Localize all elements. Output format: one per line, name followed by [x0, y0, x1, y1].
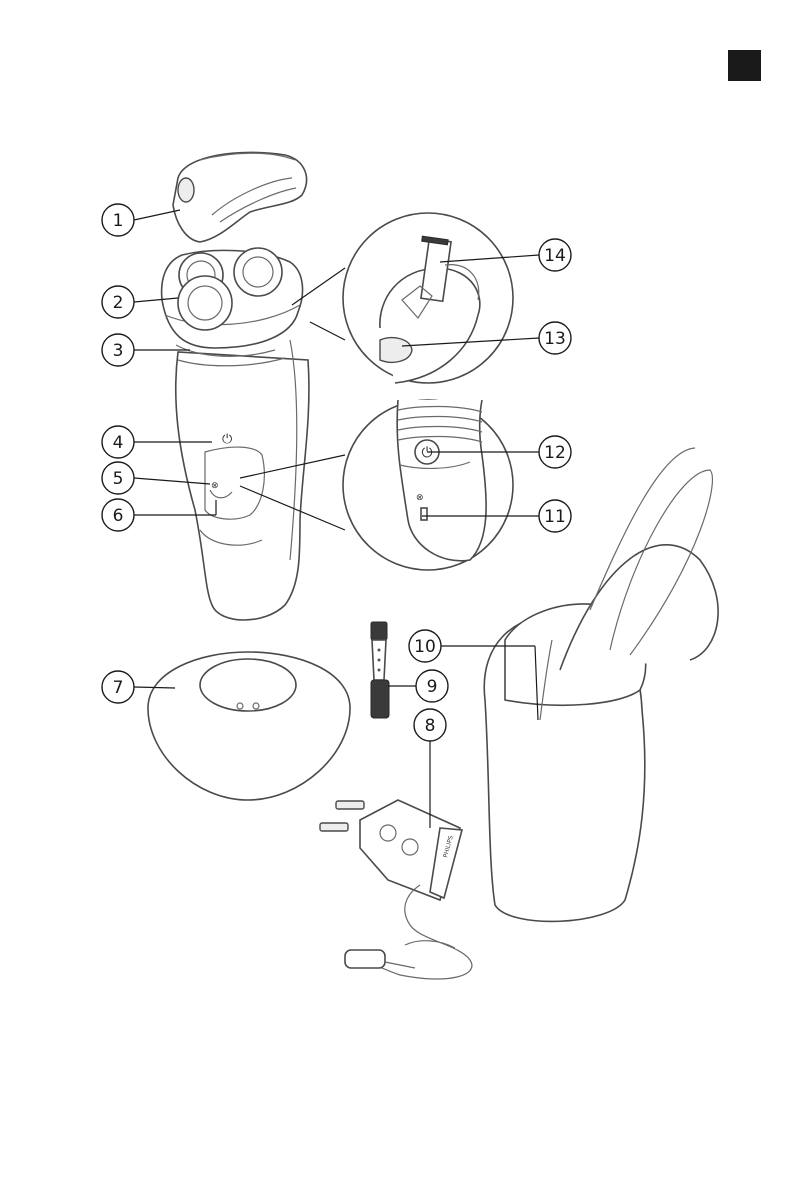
svg-text:6: 6	[113, 506, 124, 526]
callout-13: 13	[539, 322, 571, 354]
svg-text:12: 12	[544, 443, 566, 463]
svg-text:9: 9	[427, 677, 438, 697]
callout-9: 9	[416, 670, 448, 702]
svg-text:8: 8	[425, 716, 436, 736]
callout-14: 14	[539, 239, 571, 271]
svg-text:7: 7	[113, 678, 124, 698]
pouch	[484, 448, 718, 921]
callout-12: 12	[539, 436, 571, 468]
svg-text:11: 11	[544, 507, 566, 527]
svg-text:1: 1	[113, 211, 124, 231]
callout-2: 2	[102, 286, 134, 318]
charging-stand	[148, 652, 350, 800]
callout-10: 10	[409, 630, 441, 662]
svg-text:2: 2	[113, 293, 124, 313]
callout-5: 5	[102, 462, 134, 494]
callout-6: 6	[102, 499, 134, 531]
svg-text:3: 3	[113, 341, 124, 361]
power-icon: ⏻	[222, 432, 232, 447]
svg-text:10: 10	[414, 637, 436, 657]
callout-11: 11	[539, 500, 571, 532]
cleaning-brush	[371, 622, 389, 718]
power-icon: ⏻	[421, 445, 432, 461]
shaver: ⏻ ⊗	[162, 248, 309, 620]
callout-3: 3	[102, 334, 134, 366]
svg-text:13: 13	[544, 329, 566, 349]
adapter: PHILIPS	[320, 800, 472, 979]
callout-8: 8	[414, 709, 446, 741]
trimmer-zoom	[292, 213, 513, 383]
svg-text:5: 5	[113, 469, 124, 489]
callout-1: 1	[102, 204, 134, 236]
callout-7: 7	[102, 671, 134, 703]
protection-cap	[173, 152, 307, 242]
callout-4: 4	[102, 426, 134, 458]
battery-icon	[421, 508, 427, 520]
travel-lock-icon: ⊗	[416, 493, 424, 503]
travel-lock-icon: ⊗	[211, 481, 219, 491]
svg-text:14: 14	[544, 246, 566, 266]
svg-text:4: 4	[113, 433, 124, 453]
